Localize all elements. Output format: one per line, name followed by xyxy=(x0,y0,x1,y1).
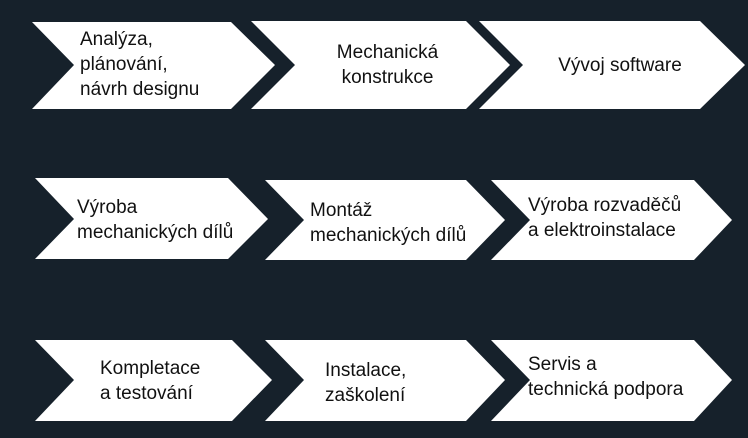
label-line: Kompletace xyxy=(100,358,201,379)
step-5-label: Montáž mechanických dílů xyxy=(310,198,466,248)
step-2-label: Mechanická konstrukce xyxy=(315,40,460,90)
label-line: Výroba rozvaděčů xyxy=(528,195,682,216)
label-line: zaškolení xyxy=(325,385,406,406)
label-line: konstrukce xyxy=(341,67,434,88)
label-line: Montáž xyxy=(310,200,373,221)
chevron-step-9 xyxy=(491,340,732,421)
chevron-step-7 xyxy=(35,340,272,421)
label-line: Instalace, xyxy=(325,360,407,381)
step-9-label: Servis a technická podpora xyxy=(528,352,683,402)
label-line: a elektroinstalace xyxy=(528,220,676,241)
label-line: Analýza, xyxy=(80,29,153,50)
step-3-label: Vývoj software xyxy=(535,53,705,78)
step-7-label: Kompletace a testování xyxy=(100,356,200,406)
chevron-step-2 xyxy=(251,21,510,109)
label-line: Servis a xyxy=(528,354,597,375)
chevron-step-5 xyxy=(265,180,505,260)
chevron-step-4 xyxy=(35,178,268,259)
step-8-label: Instalace, zaškolení xyxy=(325,358,406,408)
step-4-label: Výroba mechanických dílů xyxy=(77,195,233,245)
step-6-label: Výroba rozvaděčů a elektroinstalace xyxy=(528,193,681,243)
label-line: plánování, xyxy=(80,54,168,75)
label-line: Mechanická xyxy=(336,42,439,63)
label-line: Výroba xyxy=(77,197,138,218)
label-line: mechanických dílů xyxy=(310,225,467,246)
chevron-step-1 xyxy=(32,22,275,109)
label-line: mechanických dílů xyxy=(77,222,234,243)
label-line: návrh designu xyxy=(80,79,200,100)
label-line: Vývoj software xyxy=(558,55,682,76)
label-line: a testování xyxy=(100,383,193,404)
label-line: technická podpora xyxy=(528,379,684,400)
step-1-label: Analýza, plánování, návrh designu xyxy=(80,27,199,102)
chevron-step-6 xyxy=(491,180,732,260)
chevron-step-3 xyxy=(479,21,745,109)
chevron-step-8 xyxy=(265,340,505,421)
